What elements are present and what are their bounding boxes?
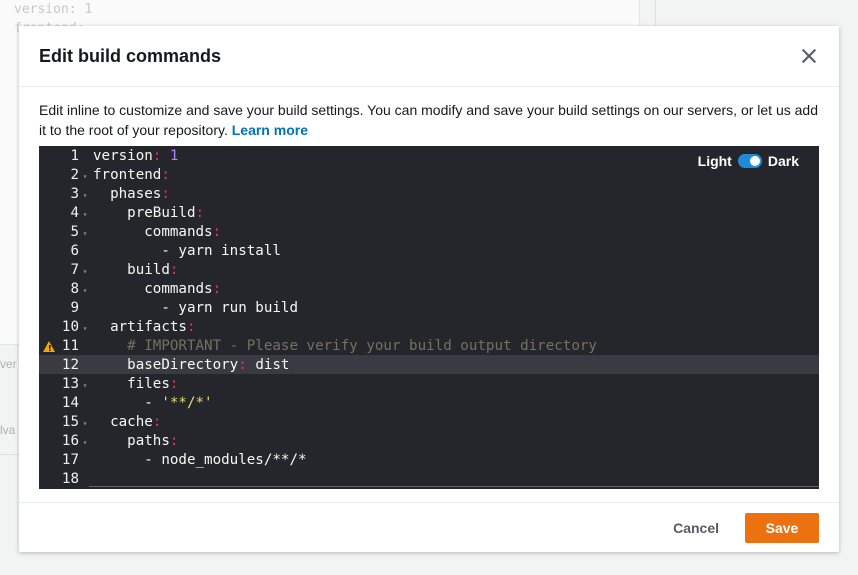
code-line[interactable]: 4▾ preBuild: [39,203,819,222]
line-number: 5▾ [70,223,88,240]
background-fragment: lva [0,423,16,437]
fold-icon[interactable]: ▾ [82,285,88,295]
modal-footer: Cancel Save [19,502,839,552]
fold-icon[interactable]: ▾ [82,380,88,390]
line-number: 13▾ [61,375,88,392]
line-number: 12 [61,356,79,373]
code-line[interactable]: 14 - '**/*' [39,393,819,412]
code-line[interactable]: 2▾ frontend: [39,165,819,184]
editor-lines: 1 version: 1 2▾ frontend: 3▾ phases: 4▾ … [39,146,819,488]
warning-icon: ! [43,340,55,353]
line-number: 18 [61,470,79,487]
fold-icon[interactable]: ▾ [82,323,88,333]
code-line[interactable]: 9 - yarn run build [39,298,819,317]
save-button[interactable]: Save [745,512,819,543]
code-line-warning[interactable]: !11 # IMPORTANT - Please verify your bui… [39,336,819,355]
description-text: Edit inline to customize and save your b… [39,102,818,138]
code-line[interactable]: 13▾ files: [39,374,819,393]
line-number: 8▾ [70,280,88,297]
background-rule [0,454,20,455]
background-divider [655,0,656,28]
line-number: 1 [70,147,79,164]
code-line[interactable]: 1 version: 1 [39,146,819,165]
modal-title: Edit build commands [39,45,222,66]
line-number: 7▾ [70,261,88,278]
code-line[interactable]: 18 [39,469,819,488]
line-number: 15▾ [61,413,88,430]
theme-switch[interactable] [737,154,762,168]
cancel-button[interactable]: Cancel [657,513,735,543]
code-line[interactable]: 17 - node_modules/**/* [39,450,819,469]
line-number: 6 [70,242,79,259]
code-line[interactable]: 15▾ cache: [39,412,819,431]
fold-icon[interactable]: ▾ [82,228,88,238]
line-number: 17 [61,451,79,468]
code-line[interactable]: 3▾ phases: [39,184,819,203]
line-number: 3▾ [70,185,88,202]
code-line[interactable]: 8▾ commands: [39,279,819,298]
fold-icon[interactable]: ▾ [82,418,88,428]
fold-icon[interactable]: ▾ [82,171,88,181]
code-line[interactable]: 16▾ paths: [39,431,819,450]
close-icon[interactable] [799,46,819,66]
theme-dark-label: Dark [767,153,799,169]
modal-body: Edit inline to customize and save your b… [19,87,839,489]
code-line-active[interactable]: 12 baseDirectory: dist [39,355,819,374]
line-number: 16▾ [61,432,88,449]
line-number: 14 [61,394,79,411]
line-number: !11 [39,338,89,354]
editor-bottom-edge [89,486,819,487]
fold-icon[interactable]: ▾ [82,437,88,447]
code-editor[interactable]: 1 version: 1 2▾ frontend: 3▾ phases: 4▾ … [39,146,819,489]
background-fragment: ver [0,357,17,371]
theme-light-label: Light [697,153,732,169]
learn-more-link[interactable]: Learn more [231,121,308,138]
line-number: 2▾ [70,166,88,183]
line-number: 4▾ [70,204,88,221]
line-number: 10▾ [61,318,88,335]
theme-toggle: Light Dark [698,153,799,169]
line-number: 9 [70,299,79,316]
fold-icon[interactable]: ▾ [82,209,88,219]
fold-icon[interactable]: ▾ [82,190,88,200]
modal-header: Edit build commands [19,26,839,87]
code-line[interactable]: 7▾ build: [39,260,819,279]
code-line[interactable]: 5▾ commands: [39,222,819,241]
code-line[interactable]: 6 - yarn install [39,241,819,260]
modal-description: Edit inline to customize and save your b… [39,101,819,140]
fold-icon[interactable]: ▾ [82,266,88,276]
edit-build-commands-modal: Edit build commands Edit inline to custo… [19,26,839,552]
editor-gutter [39,146,89,489]
background-code-line-1: version: 1 [14,2,93,17]
code-line[interactable]: 10▾ artifacts: [39,317,819,336]
